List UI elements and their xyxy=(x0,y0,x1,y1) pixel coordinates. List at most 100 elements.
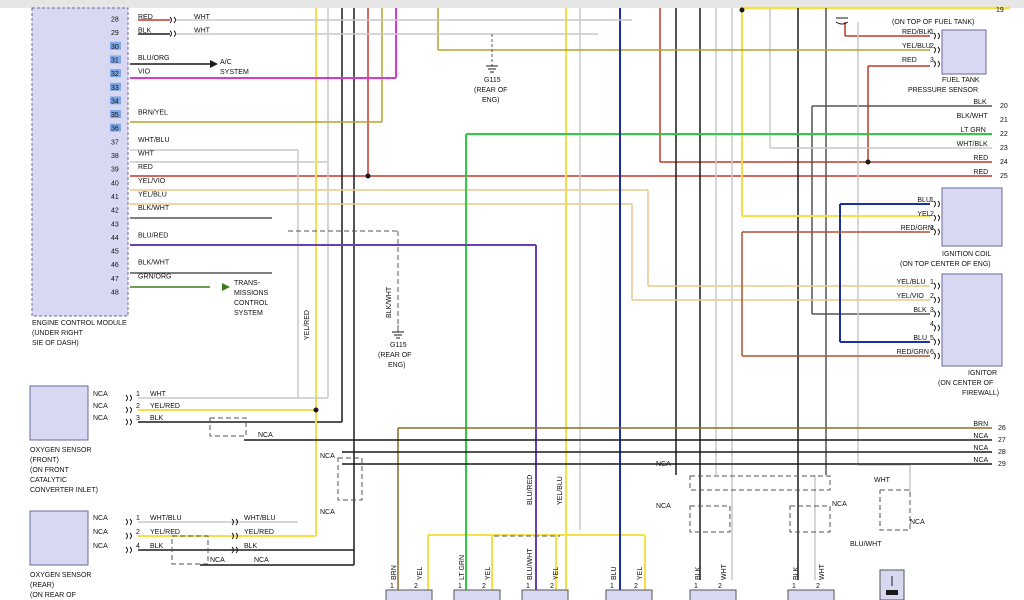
ecm-pin-highlight xyxy=(110,123,121,132)
ecm-pin-wire-label: RED xyxy=(138,14,153,21)
ecm-pin-wire-label: BLK xyxy=(138,28,152,35)
o2-rear-pin-nca: NCA xyxy=(93,529,108,536)
splice-dots xyxy=(313,7,871,413)
ecm-pin-wire-label: WHT/BLU xyxy=(138,137,170,144)
bottom-connector-wire-1: BLU xyxy=(611,566,618,580)
ecm-pin-number: 48 xyxy=(111,290,119,297)
o2-front-nca: NCA xyxy=(258,432,273,439)
connector-chevron-icon xyxy=(933,310,936,318)
bottom-connector-pin: 2 xyxy=(816,583,820,590)
connector-chevron-icon xyxy=(937,352,940,360)
bottom-connector-wire-2: WHT xyxy=(819,563,826,580)
connector-chevron-icon xyxy=(937,228,940,236)
connector-chevron-icon xyxy=(125,406,128,414)
bottom-connector-pin: 2 xyxy=(550,583,554,590)
o2-rear-name-2: (REAR) xyxy=(30,582,54,589)
ac-system-label-2: SYSTEM xyxy=(220,69,249,76)
coil-pin-wire: BLU xyxy=(917,197,931,204)
top-pin-19: 19 xyxy=(996,7,1004,14)
connector-chevron-icon xyxy=(937,296,940,304)
bottom-connector-pin: 1 xyxy=(610,583,614,590)
o2-rear-pin-far-wire: BLK xyxy=(244,543,258,550)
ignitor-pin-wire: YEL/VIO xyxy=(897,293,925,300)
ac-arrow xyxy=(210,60,218,68)
fuel-tank-pressure-sensor xyxy=(941,29,987,75)
connector-chevron-icon xyxy=(937,46,940,54)
ecm-pin-number: 42 xyxy=(111,208,119,215)
g115-top-loc2: ENG) xyxy=(482,97,500,104)
bottom-connector-pin: 2 xyxy=(634,583,638,590)
connector-chevron-icon xyxy=(937,32,940,40)
connector-chevron-icon xyxy=(933,214,936,222)
bottom-connector-wire-1: LT GRN xyxy=(459,555,466,580)
bottom-connector-wire-1: BLU/WHT xyxy=(527,548,534,580)
wht-label-right: WHT xyxy=(874,477,891,484)
trans-label-1: TRANS- xyxy=(234,280,261,287)
capacitor-icon xyxy=(835,17,849,25)
nca-label-1: NCA xyxy=(320,453,335,460)
ecm-pin-number: 33 xyxy=(111,85,119,92)
o2-rear-name-1: OXYGEN SENSOR xyxy=(30,572,91,579)
o2-front-pin-nca: NCA xyxy=(93,415,108,422)
connector-chevron-icon xyxy=(125,546,128,554)
ecm-pin-number: 38 xyxy=(111,153,119,160)
ignitor-pin-number: 5 xyxy=(930,335,934,342)
coil-pin-number: 3 xyxy=(930,225,934,232)
o2-front-pin-nca: NCA xyxy=(93,403,108,410)
connector-chevron-icon xyxy=(937,282,940,290)
o2-rear-pin-wire: YEL/RED xyxy=(150,529,180,536)
g115-lower-name: G115 xyxy=(390,342,407,349)
o2-front-name-1: OXYGEN SENSOR xyxy=(30,447,91,454)
ecm-pin-number: 34 xyxy=(111,98,119,105)
ecm-pin-wire-label: GRN/ORG xyxy=(138,273,171,280)
right-pin-wire: WHT/BLK xyxy=(957,141,988,148)
ecm-box xyxy=(31,7,129,317)
ecm-location-1: (UNDER RIGHT xyxy=(32,330,84,337)
ecm-pin-wire-label: YEL/BLU xyxy=(138,191,167,198)
coil-pin-wire: RED/GRN xyxy=(901,225,933,232)
nca-label-6: NCA xyxy=(910,519,925,526)
o2-front-name-4: CATALYTIC xyxy=(30,477,67,484)
right-pin-wire: RED xyxy=(973,155,988,162)
ecm-pin-wire-label: BLU/ORG xyxy=(138,55,170,62)
o2-front-pin-wire: BLK xyxy=(150,415,164,422)
o2-front-pin-number: 1 xyxy=(136,391,140,398)
bottom-right-pin-number: 28 xyxy=(998,449,1006,456)
trans-label-4: SYSTEM xyxy=(234,310,263,317)
connector-chevron-icon xyxy=(937,200,940,208)
o2-front-name-3: (ON FRONT xyxy=(30,467,70,474)
connector-chevron-icon xyxy=(933,338,936,346)
ecm-pin-highlight xyxy=(110,41,121,50)
ignitor-pin-wire: BLK xyxy=(913,307,927,314)
ftps-pin-wire: YEL/BLU xyxy=(902,43,931,50)
right-pin-wire: RED xyxy=(973,169,988,176)
ignitor-pin-number: 4 xyxy=(930,321,934,328)
ignitor-pin-wire: BLU xyxy=(913,335,927,342)
bottom-connector-pin: 2 xyxy=(482,583,486,590)
o2-rear-pin-wire: WHT/BLU xyxy=(150,515,182,522)
ecm-pin-wire-label: VIO xyxy=(138,69,151,76)
connector-chevron-icon xyxy=(933,46,936,54)
ftps-name-2: PRESSURE SENSOR xyxy=(908,87,978,94)
ecm-pin-number: 29 xyxy=(111,30,119,37)
bottom-right-pin-wire: NCA xyxy=(973,445,988,452)
connector-chevron-icon xyxy=(937,60,940,68)
coil-pin-number: 2 xyxy=(930,211,934,218)
fuel-tank-note: (ON TOP OF FUEL TANK) xyxy=(892,19,974,26)
o2-front-pin-number: 2 xyxy=(136,403,140,410)
ftps-pin-number: 1 xyxy=(930,29,934,36)
bottom-right-pin-number: 27 xyxy=(998,437,1006,444)
o2-rear-nca-2: NCA xyxy=(254,557,269,564)
o2-front-pin-wire: WHT xyxy=(150,391,167,398)
bottom-connector-wire-2: YEL xyxy=(637,567,644,580)
bottom-right-pin-wire: NCA xyxy=(973,433,988,440)
o2-rear-pin-number: 4 xyxy=(136,543,140,550)
ignitor-pin-number: 1 xyxy=(930,279,934,286)
g115-top-name: G115 xyxy=(484,77,501,84)
connector-chevron-icon xyxy=(933,200,936,208)
ftps-pin-number: 2 xyxy=(930,43,934,50)
right-pin-wire: BLK/WHT xyxy=(957,113,989,120)
